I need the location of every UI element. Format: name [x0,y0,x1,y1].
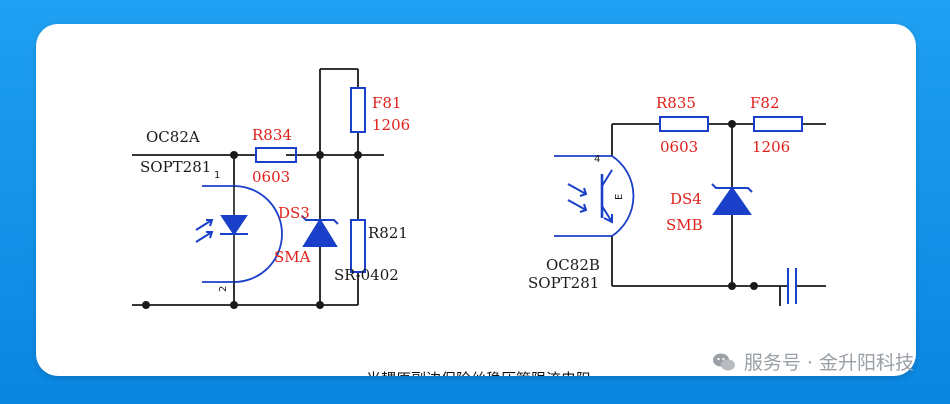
diagram-caption: 光耦原副边保险丝稳压管限流电阻 [366,368,591,376]
r834-resistor [255,147,297,163]
label-f82-pkg: 1206 [752,138,790,156]
label-f81-pkg: 1206 [372,116,410,134]
label-ds3-pkg: SMA [274,248,311,266]
label-oc82a: OC82A [146,128,200,146]
label-ds3: DS3 [278,204,310,222]
label-r821-pkg: SR-0402 [334,266,399,284]
ds3-zener [302,218,338,247]
label-oc82b: OC82B [546,256,600,274]
label-r835-pkg: 0603 [660,138,698,156]
left-components [195,87,366,282]
label-sopt-a: SOPT281 [140,158,211,176]
label-ds4: DS4 [670,190,702,208]
label-f82: F82 [750,94,780,112]
f81-fuse [350,87,366,133]
schematic: OC82A SOPT281 1 2 R834 0603 DS3 SMA F81 … [132,68,826,309]
right-components [567,116,803,304]
left-circuit [132,68,384,306]
label-sopt-b: SOPT281 [528,274,599,292]
r821-resistor [350,219,366,273]
label-emitter: E [614,194,625,200]
f82-fuse [753,116,803,132]
label-pin2: 2 [218,286,229,292]
label-pin1: 1 [214,170,220,181]
watermark: 服务号 · 金升阳科技 [712,348,914,375]
ds4-zener [712,186,752,215]
label-ds4-pkg: SMB [666,216,703,234]
label-r821: R821 [368,224,408,242]
led-diode [220,215,248,236]
label-r835: R835 [656,94,696,112]
label-pin4: 4 [594,154,600,165]
diagram-card: OC82A SOPT281 1 2 R834 0603 DS3 SMA F81 … [36,24,916,376]
label-r834-pkg: 0603 [252,168,290,186]
watermark-text: 服务号 · 金升阳科技 [743,352,914,374]
right-junctions [728,120,758,290]
left-junctions [142,151,362,309]
wechat-icon [712,353,735,370]
label-r834: R834 [252,126,292,144]
label-f81: F81 [372,94,402,112]
r835-resistor [659,116,709,132]
